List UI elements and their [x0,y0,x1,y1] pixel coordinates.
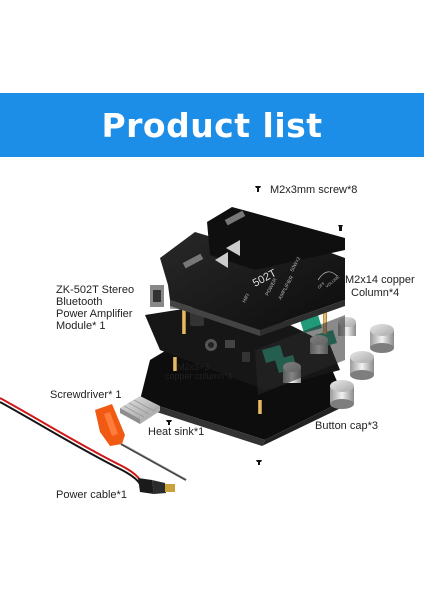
copper14-label-line1: M2x14 copper [345,274,415,286]
copper-column-icon [258,400,262,414]
screwdriver-icon [95,404,187,481]
module-label-line1: ZK-502T Stereo [56,284,135,296]
screw-icon [338,225,343,231]
board-off-text: OFF [316,280,326,289]
button-cap-label: Button cap*3 [315,420,378,432]
heat-sink-icon [120,396,160,424]
screw-icon [255,186,261,192]
module-label-line3: Power Amplifier [56,308,133,320]
screw-icon [166,420,172,425]
power-cable-label: Power cable*1 [56,489,127,501]
module-label-line4: Module* 1 [56,320,106,332]
copper3-label-line2: copper column*4 [165,371,233,381]
page-title: Product list [101,105,323,145]
power-cable-icon [0,397,175,494]
screw-label: M2x3mm screw*8 [270,184,358,196]
copper3-label-line1: M2x3+3 [177,362,210,372]
board-hifi-text: HIFI [241,293,251,304]
heat-sink-label: Heat sink*1 [148,426,205,438]
screw-icon [256,460,262,465]
side-acrylic-panel [255,315,345,395]
knob-icon [330,380,354,409]
copper-column-icon [182,310,186,334]
top-acrylic-plate: 502T 50W×2 POWER AMPLIFIER HIFI OFF VOLU… [160,207,345,336]
module-label-line2: Bluetooth [56,296,103,308]
knob-icon [370,324,394,353]
knob-icon [350,351,374,380]
copper14-label-line2: Column*4 [351,287,400,299]
screwdriver-label: Screwdriver* 1 [50,389,122,401]
copper-column-icon [173,357,177,371]
title-banner: Product list [0,93,424,157]
